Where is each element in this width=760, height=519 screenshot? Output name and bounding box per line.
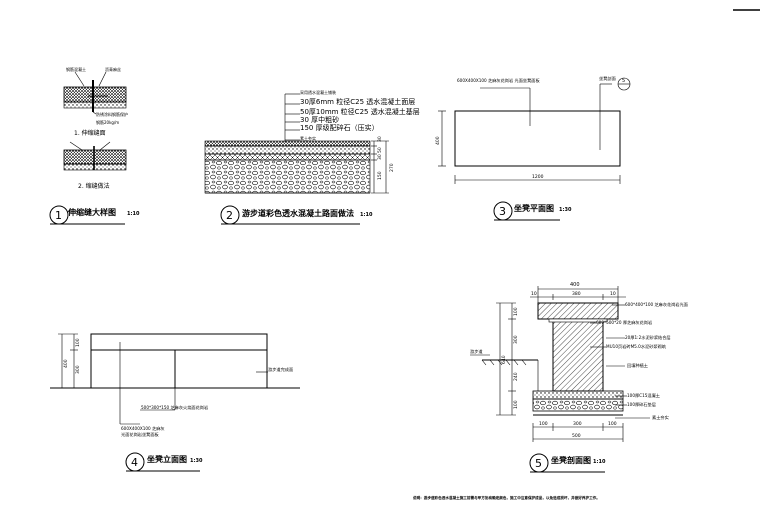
layer-sand — [204, 153, 371, 161]
detail5-label-6: 100厚碎石垫层 — [627, 401, 656, 408]
detail5-dim-top-0: 400 — [570, 282, 580, 288]
detail4-label-a: 500*300*150 芝麻灰火烧面花岗岩 — [141, 404, 208, 411]
detail2-dim-4: 270 — [389, 163, 395, 172]
layer-gravel — [204, 159, 371, 194]
detail-3-bench-plan: 600X400X100 芝麻灰花岗岩 光面坐凳面板 坐凳剖面 5 400 120… — [435, 75, 631, 221]
detail2-number: 2 — [226, 209, 233, 222]
detail2-layer-2: 50厚10mm 粒径C25 透水混凝土基层 — [300, 107, 420, 116]
detail1-title: 伸缩缝大样图 — [67, 207, 116, 217]
detail5-title: 坐凳剖面图 — [551, 455, 591, 465]
detail-1-expansion-joint: 钢筋混凝土 沥青麻丝 防锈涂料钢筋保护 钢筋20kg/m 1. 伸缩缝面 2. … — [49, 66, 140, 225]
detail-2-pavement-section: 采用透水混凝土铺装 30厚6mm 粒径C25 透水混凝土面层 50厚10mm 粒… — [204, 89, 420, 225]
detail2-layer-3: 30 厚中粗砂 — [300, 115, 339, 124]
detail4-label-b2: 光面花岗岩坐凳面板 — [121, 431, 160, 438]
detail4-label-ground: 游步道完成面 — [268, 366, 293, 373]
foundation-gravel — [532, 398, 624, 412]
layer-surface — [204, 140, 371, 147]
detail1-scale: 1:10 — [127, 211, 140, 217]
detail5-dim-bottom-1: 300 — [573, 421, 582, 427]
detail4-dim-b: 300 — [75, 365, 81, 374]
detail2-layer-5: 素土夯实 — [300, 135, 316, 141]
detail5-dim-top-3: 10 — [610, 291, 616, 297]
detail5-dim-left-2: 240 — [513, 372, 519, 381]
detail5-label-5: 100厚C15混凝土 — [627, 392, 660, 399]
detail1-label-bottom: 钢筋20kg/m — [96, 119, 119, 125]
detail5-label-4: 回填种植土 — [627, 362, 648, 369]
detail5-dim-top-2: 380 — [572, 291, 581, 297]
detail2-dim-3: 150 — [377, 171, 383, 180]
detail3-number: 3 — [499, 205, 506, 218]
detail5-scale: 1:10 — [593, 459, 606, 465]
detail1-caption-a: 1. 伸缩缝面 — [74, 129, 106, 137]
bench-elevation-outline — [90, 333, 268, 389]
detail-5-bench-section: 游步道 400 10 380 10 100 300 240 100 640 10… — [470, 282, 688, 473]
detail-4-bench-elevation: 500*300*150 芝麻灰火烧面花岗岩 600X400X100 芝麻灰 光面… — [50, 333, 300, 472]
detail1-caption-b: 2. 缩缝做法 — [78, 182, 110, 190]
bench-cap — [537, 302, 619, 320]
detail1-label-top-left: 钢筋混凝土 — [66, 66, 86, 72]
detail5-dim-top-1: 10 — [531, 291, 537, 297]
detail3-ref-num: 5 — [622, 78, 625, 84]
detail4-dim-a: 100 — [75, 338, 81, 347]
detail3-scale: 1:30 — [559, 207, 572, 213]
detail3-dim-height: 400 — [435, 136, 441, 145]
bench-plan-outline — [454, 110, 621, 167]
detail1-number: 1 — [55, 209, 62, 222]
detail5-dim-bottom-total: 500 — [572, 433, 581, 439]
detail3-ref-label: 坐凳剖面 — [599, 75, 616, 82]
detail4-dim-total: 400 — [63, 359, 69, 368]
detail4-title: 坐凳立面图 — [147, 454, 187, 464]
bench-stem — [552, 318, 604, 392]
detail5-dim-left-1: 300 — [513, 335, 519, 344]
detail2-layer-4: 150 厚级配碎石（压实） — [300, 123, 379, 132]
detail4-number: 4 — [131, 456, 138, 469]
detail2-dim-0: 30 — [377, 136, 383, 142]
detail4-label-b: 600X400X100 芝麻灰 — [121, 425, 165, 432]
foundation-concrete — [532, 390, 624, 400]
layer-base — [204, 145, 371, 155]
detail4-scale: 1:30 — [190, 458, 203, 464]
detail1-label-mid: 防锈涂料钢筋保护 — [96, 111, 128, 117]
detail5-label-1: 600*500*20 厚芝麻灰花岗岩 — [596, 319, 652, 326]
detail5-dim-bottom-0: 100 — [539, 421, 548, 427]
detail2-layer-0: 采用透水混凝土铺装 — [300, 89, 336, 95]
detail2-layer-1: 30厚6mm 粒径C25 透水混凝土面层 — [300, 97, 415, 106]
detail5-number: 5 — [535, 457, 542, 470]
detail5-label-2: 20厚1:2水泥砂浆结合层 — [625, 334, 671, 341]
detail1-label-top-right: 沥青麻丝 — [105, 66, 121, 72]
detail5-dim-left-3: 100 — [513, 400, 519, 409]
detail5-dim-left-0: 100 — [513, 307, 519, 316]
detail5-label-3: MU10页岩砖M5.0水泥砂浆砌筑 — [606, 343, 667, 350]
footnote: 说明：游步道彩色透水混凝土施工前需与甲方协商确定颜色，施工中注意保护成品，以免造… — [413, 495, 600, 500]
detail5-dim-left-total: 640 — [501, 355, 507, 364]
detail5-dim-bottom-2: 100 — [608, 421, 617, 427]
detail3-dim-width: 1200 — [532, 174, 544, 180]
detail5-ground-label: 游步道 — [470, 348, 483, 355]
detail5-label-7: 素土夯实 — [652, 414, 669, 421]
detail3-title: 坐凳平面图 — [514, 203, 554, 213]
detail3-label: 600X400X100 芝麻灰花岗岩 光面坐凳面板 — [457, 77, 540, 84]
detail2-title: 游步道彩色透水混凝土路面做法 — [242, 208, 354, 218]
detail5-label-0: 600*400*100 芝麻灰花岗岩光面 — [625, 301, 688, 308]
detail2-scale: 1:10 — [360, 212, 373, 218]
detail2-dim-1: 50 — [377, 147, 383, 153]
detail2-dim-2: 30 — [377, 154, 383, 160]
